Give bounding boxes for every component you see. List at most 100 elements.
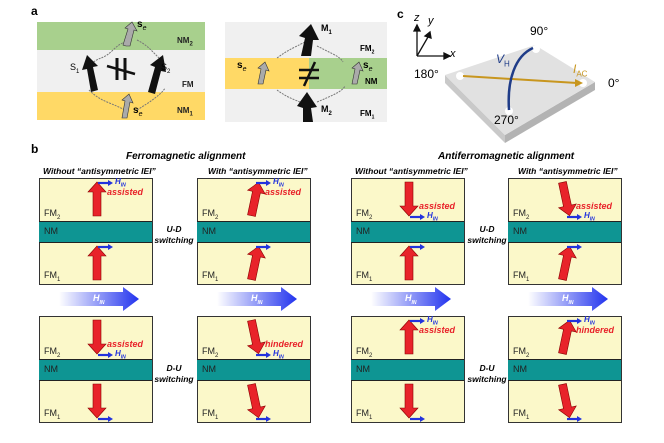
- panel-a-left-arrows: [82, 21, 166, 119]
- s2-label: S2: [161, 62, 171, 75]
- nm-layer: [39, 359, 152, 381]
- angle-180-label: 180°: [414, 67, 439, 81]
- contact-90: [532, 45, 540, 53]
- magnetic-moment-arrow-down: [399, 383, 419, 419]
- plate-side: [445, 75, 505, 143]
- switching-status: assisted: [419, 201, 456, 211]
- magnetic-moment-arrow-up: [87, 245, 107, 281]
- nm-label: NM: [44, 226, 58, 236]
- s2-arrow: [148, 55, 166, 94]
- wavy-line: [316, 45, 344, 63]
- col-title-with: With “antisymmetric IEI”: [518, 166, 618, 176]
- magnetic-moment-arrow-up: [399, 319, 419, 355]
- magnetic-moment-arrow-up: [399, 245, 419, 281]
- fm1-label: FM1: [360, 109, 375, 121]
- small-hin-arrow: [98, 180, 113, 186]
- nm2-layer: [37, 22, 205, 50]
- nm-label: NM: [44, 364, 58, 374]
- magnetic-moment-arrow-down: [246, 319, 266, 355]
- nm-layer: [197, 359, 310, 381]
- wavy-line: [88, 89, 126, 111]
- iac-arrowhead: [575, 79, 583, 87]
- hin-label: HIN: [427, 211, 438, 223]
- switching-status: assisted: [265, 187, 302, 197]
- panel-c-device: [412, 23, 595, 143]
- small-hin-arrow: [410, 244, 425, 250]
- switching-status: assisted: [107, 339, 144, 349]
- small-hin-arrow: [98, 352, 113, 358]
- fm1-label: FM1: [202, 270, 219, 283]
- hin-label: HIN: [584, 315, 595, 327]
- s1-label: S1: [70, 62, 80, 75]
- panel-b-label: b: [31, 142, 39, 156]
- nm-layer-right-half: [309, 58, 387, 89]
- fm1-label: FM1: [202, 408, 219, 421]
- vh-voltage-line: [507, 46, 534, 111]
- hin-label: HIN: [427, 315, 438, 327]
- panel-a-right-arrows: [257, 24, 364, 122]
- fm2-label: FM2: [356, 346, 373, 359]
- fm2-label: FM2: [513, 346, 530, 359]
- nm-layer: [351, 359, 464, 381]
- contact-270: [505, 107, 513, 115]
- fm2-label: FM2: [356, 208, 373, 221]
- magnetic-moment-arrow-down: [87, 383, 107, 419]
- plate-top: [445, 45, 595, 135]
- stack-box-ferro-with-ud: NM FM2 FM1 HIN assisted: [197, 177, 311, 285]
- small-hin-arrow: [410, 318, 425, 324]
- nm-label: NM: [365, 77, 378, 86]
- field-hin-arrow: HIN: [217, 287, 299, 311]
- small-hin-arrow: [256, 352, 271, 358]
- switching-status: hindered: [265, 339, 304, 349]
- fm2-label: FM2: [202, 346, 219, 359]
- stack-box-ferro-with-du: NM FM2 FM1 HIN hindered: [197, 316, 311, 423]
- fm1-label: FM1: [44, 270, 61, 283]
- panel-a-label: a: [31, 4, 38, 18]
- magnetic-moment-arrow-down: [399, 181, 419, 217]
- wavy-line: [276, 41, 306, 59]
- fm1-label: FM1: [44, 408, 61, 421]
- hin-label: HIN: [115, 349, 126, 361]
- field-hin-label: HIN: [93, 293, 105, 306]
- small-hin-arrow: [256, 180, 271, 186]
- small-hin-arrow: [567, 416, 582, 422]
- small-hin-arrow: [256, 244, 271, 250]
- fm2-label: FM2: [202, 208, 219, 221]
- hin-label: HIN: [273, 349, 284, 361]
- axis-y-label: y: [428, 15, 434, 27]
- col-title-without: Without “antisymmetric IEI”: [355, 166, 468, 176]
- spin-se-left-arrow: [257, 61, 270, 85]
- field-hin-arrow: HIN: [528, 287, 610, 311]
- small-hin-arrow: [567, 214, 582, 220]
- iac-current-arrow: [462, 75, 578, 84]
- fm2-label: FM2: [513, 208, 530, 221]
- nm-layer: [508, 359, 621, 381]
- switching-status: assisted: [576, 201, 613, 211]
- stack-box-antiferro-with-ud: NM FM2 FM1 HIN assisted: [508, 178, 622, 285]
- magnetic-moment-arrow-down: [557, 181, 577, 217]
- axis-z-label: z: [414, 12, 420, 24]
- not-equal-symbol: [299, 61, 319, 87]
- axis-x-label: x: [450, 48, 456, 60]
- stack-box-ferro-without-ud: NM FM2 FM1 HIN assisted: [39, 177, 153, 285]
- col-title-without: Without “antisymmetric IEI”: [43, 166, 156, 176]
- magnetic-moment-arrow-up: [246, 181, 266, 217]
- vh-label: VH: [496, 52, 510, 69]
- angle-0-label: 0°: [608, 76, 620, 90]
- spin-se-top-label: se: [137, 19, 147, 32]
- nm-layer: [197, 221, 310, 243]
- wavy-line: [88, 41, 126, 67]
- hin-label: HIN: [584, 211, 595, 223]
- fm2-label: FM2: [360, 44, 375, 56]
- ferro-title: Ferromagnetic alignment: [126, 151, 246, 162]
- field-hin-arrow: HIN: [371, 287, 453, 311]
- stack-box-antiferro-with-du: NM FM2 FM1 HIN hindered: [508, 315, 622, 423]
- spin-se-bottom-label: se: [133, 105, 143, 118]
- magnetic-moment-arrow-down: [87, 319, 107, 355]
- magnetic-moment-arrow-down: [246, 383, 266, 419]
- plate-side: [505, 82, 595, 143]
- nm-label: NM: [513, 364, 527, 374]
- field-hin-label: HIN: [562, 293, 574, 306]
